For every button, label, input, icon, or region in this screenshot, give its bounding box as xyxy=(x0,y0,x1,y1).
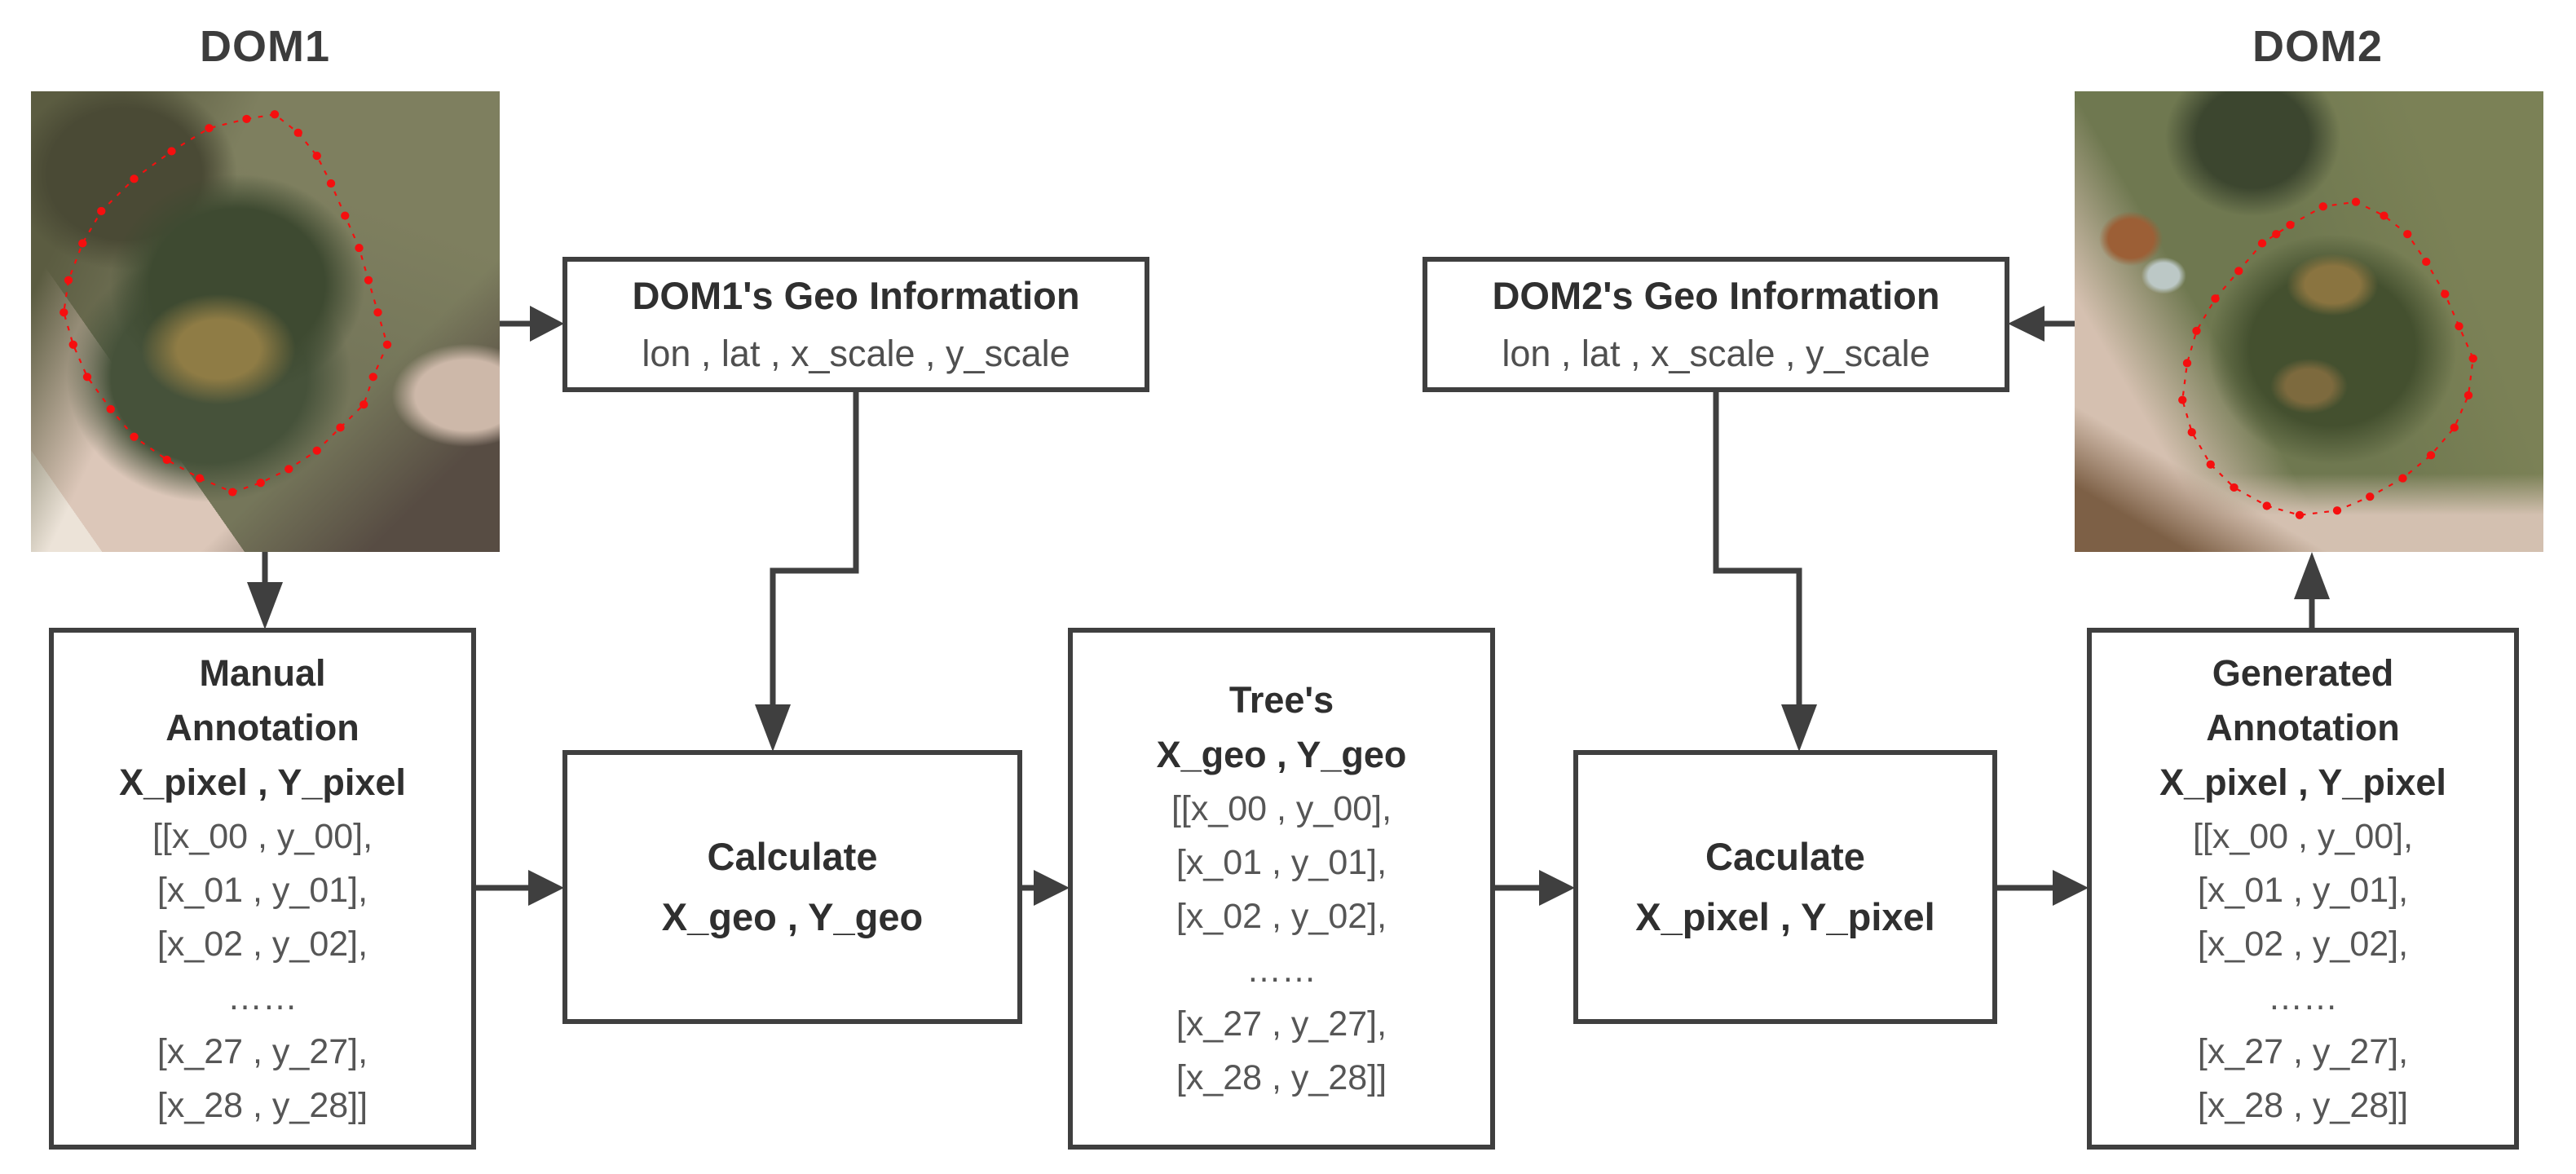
dom2-geo-fields: lon , lat , x_scale , y_scale xyxy=(1502,333,1930,374)
coordinate-list-row: [x_01 , y_01], xyxy=(2197,870,2409,910)
dom1-label: DOM1 xyxy=(199,22,330,71)
calculate-pixel-title-line2: X_pixel , Y_pixel xyxy=(1635,895,1935,938)
arrow-trees-to-caculate xyxy=(1495,870,1575,906)
coordinate-list-row: [x_01 , y_01], xyxy=(1176,843,1387,882)
calculate-pixel-box: Caculate X_pixel , Y_pixel xyxy=(1573,750,1997,1024)
coordinate-list-row: [x_02 , y_02], xyxy=(2197,924,2409,964)
coordinate-list-row: [x_28 , y_28]] xyxy=(2197,1085,2409,1125)
arrow-calculate-to-trees xyxy=(1022,870,1070,906)
dom1-aerial-image xyxy=(31,91,500,552)
arrow-manual-to-calculate xyxy=(476,870,564,906)
arrow-geo2-to-caculate xyxy=(1713,392,1817,752)
arrow-dom1-to-geo1 xyxy=(500,306,564,342)
coordinate-list-ellipsis: …… xyxy=(227,978,298,1017)
trees-title-line1: Tree's xyxy=(1228,679,1334,721)
manual-annotation-box: Manual Annotation X_pixel , Y_pixel [[x_… xyxy=(49,628,476,1150)
calculate-geo-box: Calculate X_geo , Y_geo xyxy=(562,750,1022,1024)
manual-annotation-title-line2: Annotation xyxy=(165,706,359,748)
manual-annotation-title-line1: Manual xyxy=(199,651,326,694)
generated-annotation-box: Generated Annotation X_pixel , Y_pixel [… xyxy=(2087,628,2519,1150)
coordinate-list-row: [x_27 , y_27], xyxy=(1176,1004,1387,1044)
coordinate-list-row: [x_02 , y_02], xyxy=(157,924,368,964)
coordinate-list-row: [x_27 , y_27], xyxy=(157,1031,368,1071)
coordinate-list-row: [[x_00 , y_00], xyxy=(2192,816,2414,856)
coordinate-list-row: [x_27 , y_27], xyxy=(2197,1031,2409,1071)
trees-geo-box: Tree's X_geo , Y_geo [[x_00 , y_00], [x_… xyxy=(1068,628,1495,1150)
coordinate-list-ellipsis: …… xyxy=(2268,978,2338,1017)
dom1-geo-title: DOM1's Geo Information xyxy=(632,274,1080,317)
coordinate-list-row: [x_28 , y_28]] xyxy=(157,1085,368,1125)
dom2-geo-information-box: DOM2's Geo Information lon , lat , x_sca… xyxy=(1423,257,2009,392)
dom1-geo-fields: lon , lat , x_scale , y_scale xyxy=(642,333,1070,374)
dom1-geo-information-box: DOM1's Geo Information lon , lat , x_sca… xyxy=(562,257,1149,392)
arrow-dom1-to-manual-annotation xyxy=(247,552,283,629)
arrow-generated-to-dom2 xyxy=(2294,552,2330,628)
coordinate-list-ellipsis: …… xyxy=(1246,951,1317,990)
coordinate-list-row: [[x_00 , y_00], xyxy=(1171,789,1392,828)
coordinate-list-row: [[x_00 , y_00], xyxy=(152,816,373,856)
arrow-dom2-to-geo2 xyxy=(2008,306,2075,342)
generated-annotation-title-line3: X_pixel , Y_pixel xyxy=(2159,761,2446,803)
coordinate-list-row: [x_28 , y_28]] xyxy=(1176,1058,1387,1097)
manual-annotation-title-line3: X_pixel , Y_pixel xyxy=(119,761,406,803)
calculate-geo-title-line2: X_geo , Y_geo xyxy=(661,895,924,938)
dom2-label: DOM2 xyxy=(2252,22,2383,71)
trees-title-line2: X_geo , Y_geo xyxy=(1156,734,1407,775)
dom2-annotation-polygon xyxy=(2178,197,2477,519)
coordinate-list-row: [x_02 , y_02], xyxy=(1176,897,1387,936)
arrow-caculate-to-generated xyxy=(1997,870,2089,906)
calculate-pixel-title-line1: Caculate xyxy=(1705,835,1865,878)
generated-annotation-title-line1: Generated xyxy=(2212,651,2394,694)
dom2-geo-title: DOM2's Geo Information xyxy=(1492,274,1940,317)
dom1-annotation-polygon xyxy=(60,110,392,497)
calculate-geo-title-line1: Calculate xyxy=(707,835,878,878)
coordinate-list-row: [x_01 , y_01], xyxy=(157,870,368,910)
generated-annotation-title-line2: Annotation xyxy=(2206,706,2400,748)
arrow-geo1-to-calculate xyxy=(755,392,859,752)
dom2-aerial-image xyxy=(2075,91,2543,552)
